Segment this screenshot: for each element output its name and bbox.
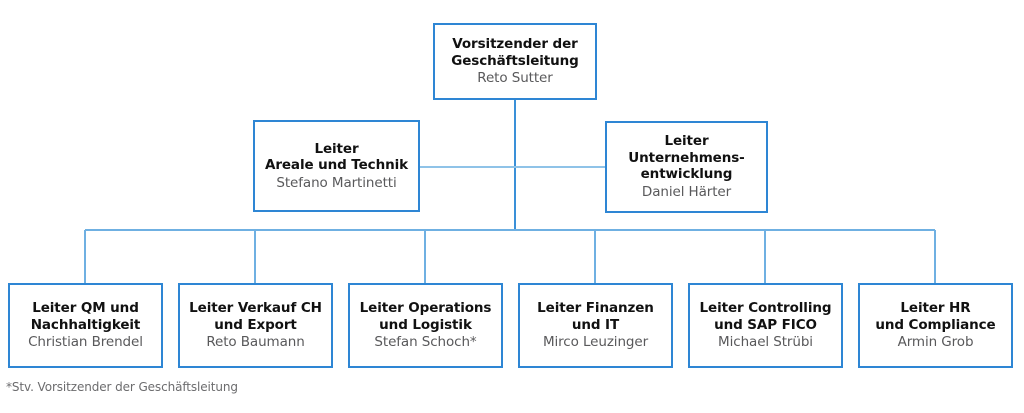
- node-leiter-areale-und-technik[interactable]: Leiter Areale und Technik Stefano Martin…: [253, 120, 420, 212]
- node-title: Leiter Finanzen und IT: [537, 300, 654, 333]
- node-title: Leiter Verkauf CH und Export: [189, 300, 322, 333]
- node-leiter-operations-und-logistik[interactable]: Leiter Operations und Logistik Stefan Sc…: [348, 283, 503, 368]
- node-leiter-hr-und-compliance[interactable]: Leiter HR und Compliance Armin Grob: [858, 283, 1013, 368]
- node-title: Leiter HR und Compliance: [875, 300, 996, 333]
- node-vorsitzender-der-geschaeftsleitung[interactable]: Vorsitzender der Geschäftsleitung Reto S…: [433, 23, 597, 100]
- node-person: Armin Grob: [897, 334, 974, 350]
- node-leiter-qm-und-nachhaltigkeit[interactable]: Leiter QM und Nachhaltigkeit Christian B…: [8, 283, 163, 368]
- node-title: Leiter Areale und Technik: [264, 140, 409, 174]
- node-person: Mirco Leuzinger: [542, 334, 649, 350]
- node-person: Stefan Schoch*: [374, 334, 477, 350]
- node-title: Vorsitzender der Geschäftsleitung: [451, 36, 579, 69]
- node-leiter-unternehmensentwicklung[interactable]: Leiter Unternehmens- entwicklung Daniel …: [605, 121, 768, 213]
- node-leiter-verkauf-ch-und-export[interactable]: Leiter Verkauf CH und Export Reto Bauman…: [178, 283, 333, 368]
- node-person: Daniel Härter: [641, 183, 732, 200]
- node-title: Leiter QM und Nachhaltigkeit: [30, 300, 141, 333]
- node-person: Christian Brendel: [28, 334, 143, 350]
- node-title: Leiter Unternehmens- entwicklung: [628, 133, 745, 183]
- node-person: Reto Baumann: [206, 334, 305, 350]
- node-person: Reto Sutter: [477, 70, 553, 86]
- node-leiter-controlling-und-sap-fico[interactable]: Leiter Controlling und SAP FICO Michael …: [688, 283, 843, 368]
- node-title: Leiter Controlling und SAP FICO: [699, 300, 832, 333]
- node-leiter-finanzen-und-it[interactable]: Leiter Finanzen und IT Mirco Leuzinger: [518, 283, 673, 368]
- footnote: *Stv. Vorsitzender der Geschäftsleitung: [6, 380, 238, 394]
- node-person: Michael Strübi: [718, 334, 813, 350]
- node-title: Leiter Operations und Logistik: [359, 300, 492, 333]
- node-person: Stefano Martinetti: [276, 174, 397, 191]
